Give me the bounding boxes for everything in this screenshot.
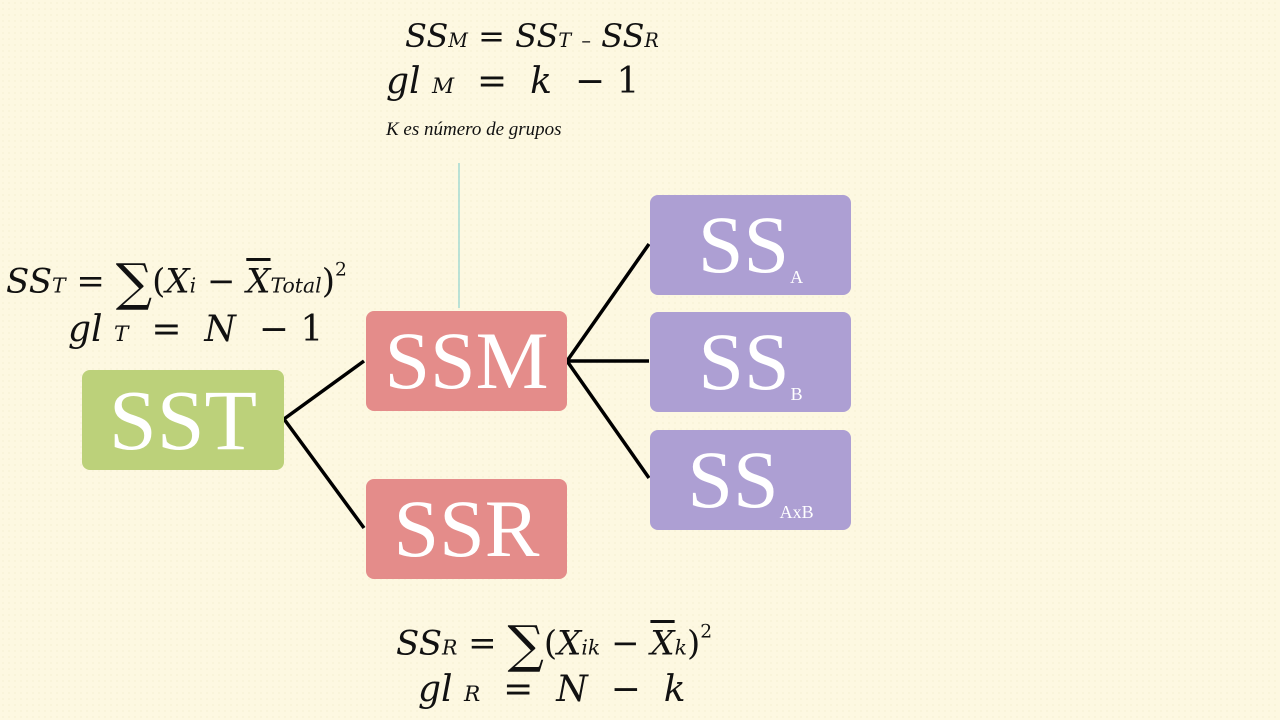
- ssm-box: SSM: [366, 311, 567, 411]
- ssb-subscript: B: [790, 384, 803, 404]
- ssm-formula-lhs: SS: [405, 17, 449, 55]
- sst-box: SST: [82, 370, 284, 470]
- ssb-label: SS: [698, 316, 790, 407]
- sst-formula-open: (: [152, 261, 166, 302]
- ssr-formula-lhs-sub: R: [442, 635, 458, 660]
- glt-formula-eq: =: [151, 309, 182, 350]
- ssm-formula-lhs-sub: M: [448, 29, 468, 52]
- ssr-formula-exp: 2: [700, 621, 713, 643]
- glt-formula-b: 1: [300, 309, 324, 350]
- ssr-formula-eq: =: [468, 623, 497, 664]
- sst-label: SST: [108, 372, 258, 468]
- glt-formula: gl T = N − 1: [68, 312, 323, 348]
- glm-formula-b: 1: [616, 61, 640, 102]
- sst-formula: SST = ∑(Xi − XTotal)2: [6, 258, 347, 309]
- sst-formula-xbar-sub: Total: [270, 273, 322, 298]
- ssr-label: SSR: [393, 483, 540, 574]
- glt-formula-lhs: gl: [68, 309, 103, 350]
- sst-formula-x: X: [165, 261, 190, 302]
- sst-formula-x-sub: i: [189, 273, 197, 298]
- connector-ssm-ssab: [565, 359, 651, 480]
- connector-ssm-ssa: [565, 242, 651, 363]
- ssr-box: SSR: [366, 479, 567, 579]
- ssr-formula-lhs: SS: [396, 623, 442, 664]
- glm-formula: gl M = k − 1: [386, 64, 639, 100]
- ssr-formula-x-sub: ik: [581, 635, 601, 660]
- glr-formula-eq: =: [503, 669, 534, 710]
- groups-note: K es número de grupos: [386, 119, 562, 140]
- sst-formula-lhs: SS: [6, 261, 52, 302]
- sum-symbol: ∑: [507, 616, 544, 675]
- ssm-formula-b-sub: R: [644, 29, 659, 52]
- ssm-formula-b: SS: [601, 17, 645, 55]
- glm-formula-minus: −: [574, 61, 605, 102]
- ssr-formula-minus: −: [611, 623, 640, 664]
- sum-symbol: ∑: [115, 254, 153, 313]
- glr-formula-lhs: gl: [418, 669, 453, 710]
- glm-formula-a: k: [530, 61, 552, 102]
- ssm-formula-a-sub: T: [558, 29, 572, 52]
- ssm-formula: SSM = SST – SSR: [405, 20, 659, 52]
- glm-formula-lhs-sub: M: [432, 74, 455, 99]
- sst-formula-eq: =: [76, 261, 105, 302]
- ssa-label: SS: [697, 199, 790, 290]
- connector-sst-ssm: [282, 359, 366, 421]
- sst-formula-lhs-sub: T: [52, 273, 66, 298]
- ssr-formula-close: ): [686, 623, 701, 664]
- glr-formula-a: N: [556, 669, 588, 710]
- sst-formula-close: ): [321, 261, 335, 302]
- glt-formula-lhs-sub: T: [114, 322, 129, 347]
- glm-formula-lhs: gl: [386, 61, 421, 102]
- ssab-label: SS: [687, 434, 779, 525]
- ssa-subscript: A: [790, 267, 804, 287]
- sst-formula-exp: 2: [334, 259, 347, 281]
- sst-formula-xbar: X: [246, 261, 271, 302]
- ssm-formula-eq: =: [478, 17, 505, 55]
- connector-sst-ssr: [282, 417, 366, 530]
- ssab-subscript: AxB: [779, 502, 814, 522]
- glr-formula-lhs-sub: R: [464, 682, 481, 707]
- glr-formula: gl R = N − k: [418, 672, 686, 708]
- ssr-formula-xbar-sub: k: [674, 635, 687, 660]
- glm-formula-eq: =: [477, 61, 508, 102]
- ssr-formula-x: X: [557, 623, 582, 664]
- sst-formula-minus: −: [206, 261, 236, 302]
- ssr-formula: SSR = ∑(Xik − Xk)2: [396, 620, 712, 671]
- ssm-label: SSM: [384, 315, 549, 406]
- glt-formula-minus: −: [258, 309, 289, 350]
- glr-formula-minus: −: [610, 669, 641, 710]
- ssr-formula-xbar: X: [650, 623, 675, 664]
- glr-formula-b: k: [663, 669, 686, 710]
- ssm-formula-a: SS: [515, 17, 559, 55]
- ssm-formula-minus: –: [581, 29, 591, 52]
- ssr-formula-open: (: [543, 623, 558, 664]
- glt-formula-a: N: [204, 309, 236, 350]
